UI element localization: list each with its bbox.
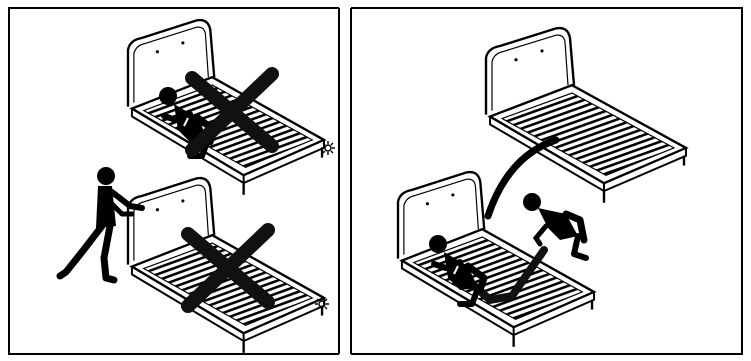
panel-divider [339,2,351,358]
figure-border [9,8,742,354]
